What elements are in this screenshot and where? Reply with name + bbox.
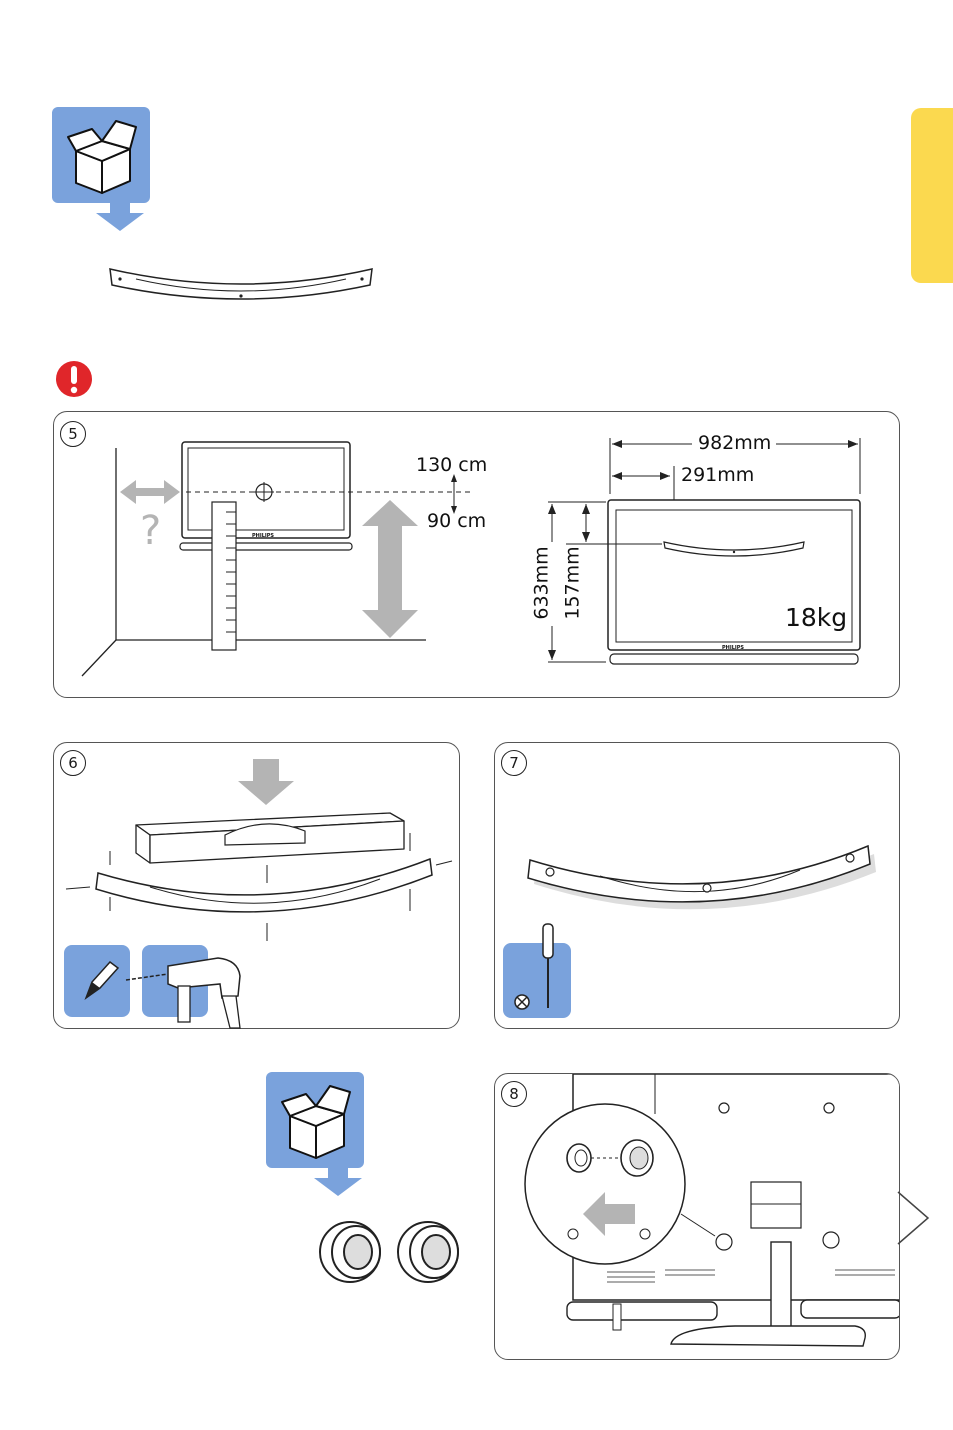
drill-icon: [122, 948, 262, 1033]
brand-logo-small: PHILIPS: [252, 533, 274, 539]
width-offset-label: 291mm: [681, 464, 754, 486]
height-lower-label: 90 cm: [427, 510, 486, 532]
warning-icon: [55, 360, 93, 398]
brand-logo: PHILIPS: [722, 645, 744, 651]
box-icon: [52, 107, 162, 235]
box-icon-2: [266, 1072, 376, 1200]
step-8-panel: [494, 1073, 900, 1360]
tv-back-diagram: [495, 1074, 899, 1359]
weight-label: 18kg: [785, 603, 847, 632]
height-total-label: 633mm: [531, 546, 553, 619]
screwdriver-icon: [510, 922, 570, 1014]
width-total-label: 982mm: [698, 432, 771, 454]
wall-bracket-image: [106, 265, 376, 310]
bracket-screwed-diagram: [500, 830, 895, 920]
step-8-number: 8: [501, 1081, 527, 1107]
wall-mount-position-diagram: [80, 440, 500, 680]
pencil-icon: [80, 958, 120, 1004]
height-upper-label: 130 cm: [416, 454, 487, 476]
step-7-number: 7: [501, 750, 527, 776]
question-mark: ?: [140, 508, 161, 554]
section-tab: [911, 108, 953, 283]
height-offset-label: 157mm: [562, 546, 584, 619]
spacer-rings-image: [316, 1218, 466, 1284]
continue-arrow-icon: [898, 1188, 932, 1248]
